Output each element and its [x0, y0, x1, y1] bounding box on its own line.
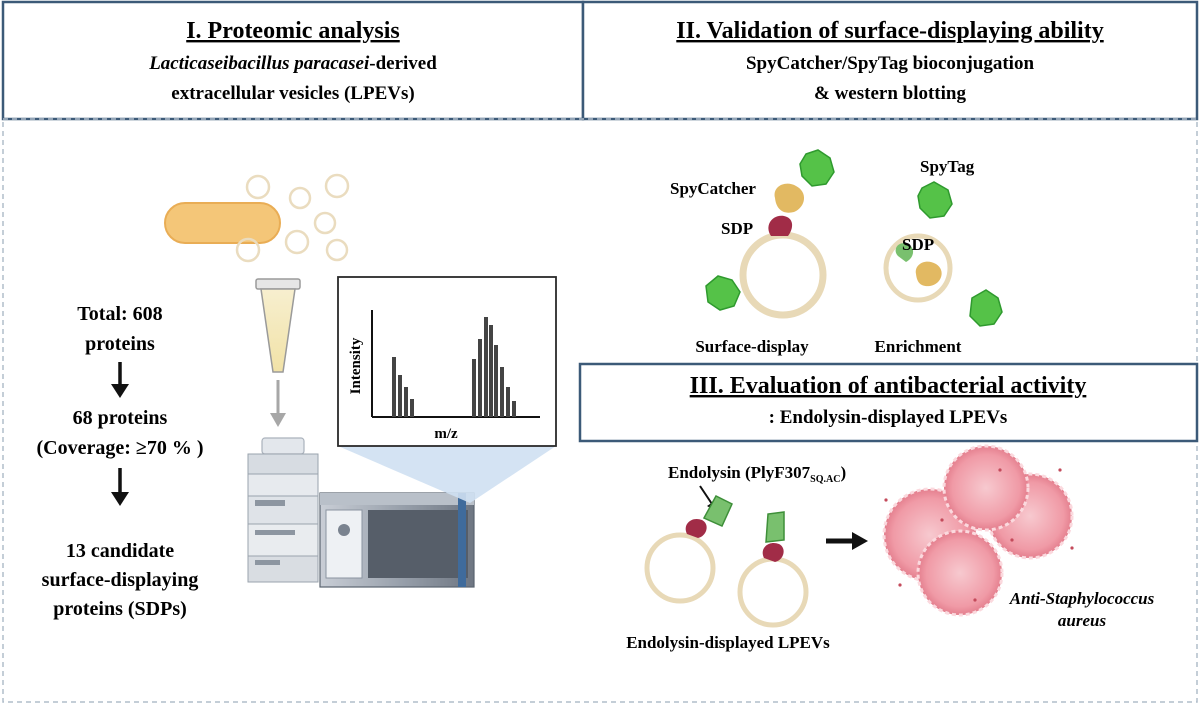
label-spytag: SpyTag: [920, 157, 975, 176]
spectrum-peak: [472, 359, 476, 417]
spectrum-peak: [500, 367, 504, 417]
vesicle: [324, 173, 350, 199]
panel3-title: III. Evaluation of antibacterial activit…: [690, 373, 1087, 399]
label-spycatcher: SpyCatcher: [670, 179, 756, 198]
endolysin-coil-1: [702, 495, 733, 527]
lactobacillus-cell: [164, 202, 281, 244]
lysis-debris: [884, 468, 1074, 602]
spectrum-peak: [484, 317, 488, 417]
spytag-blob-top-right: [917, 181, 953, 219]
target-line1: Anti-Staphylococcus: [1009, 589, 1155, 608]
label-sdp-left: SDP: [721, 219, 753, 238]
filtered-line2: (Coverage: ≥70 % ): [36, 437, 203, 459]
sdp-endolysin-1: [685, 518, 707, 538]
total-line1: Total: 608: [77, 303, 162, 325]
panel3-header-box: [578, 362, 1199, 443]
vesicle: [235, 237, 261, 263]
panel2-header-box: [581, 0, 1199, 121]
label-surface-display: Surface-display: [695, 337, 809, 356]
panel1-header-box: [1, 0, 585, 121]
vesicle-endolysin-1: [644, 532, 716, 604]
panel1-subtitle-line2: extracellular vesicles (LPEVs): [171, 83, 414, 104]
spytag-blob-bound: [799, 149, 835, 187]
spycatcher-inner: [915, 261, 942, 287]
candidates-line1: 13 candidate: [66, 540, 174, 562]
spectrum-y-label: Intensity: [348, 337, 364, 394]
spectrum-beam: [338, 446, 556, 503]
spectrum-peaks: [392, 317, 516, 417]
spectrum-peak: [392, 357, 396, 417]
staph-cell: [916, 529, 1004, 617]
panel1-subtitle-italic: Lacticaseibacillus paracasei: [148, 53, 370, 74]
spectrum-peak: [506, 387, 510, 417]
arrow-total-to-68: [111, 362, 129, 398]
arrow-to-staph: [826, 532, 868, 550]
endolysin-label-subscript: SQ.AC: [810, 474, 840, 485]
endolysin-label-main: Endolysin (PlyF307: [668, 463, 811, 482]
total-line2: proteins: [85, 333, 155, 355]
endolysin-label-close: ): [840, 463, 846, 482]
staph-cluster: [882, 444, 1074, 617]
spectrum-peak: [489, 325, 493, 417]
spytag-blob-free-left: [705, 275, 741, 311]
candidates-line3: proteins (SDPs): [53, 598, 187, 620]
vesicle-endolysin-2: [737, 556, 809, 628]
endolysin-coil-2: [765, 511, 785, 543]
panel1-title: I. Proteomic analysis: [186, 18, 400, 44]
vesicle: [245, 174, 271, 200]
panel3-subtitle: : Endolysin-displayed LPEVs: [769, 407, 1008, 428]
label-endolysin-lpevs: Endolysin-displayed LPEVs: [626, 633, 830, 652]
panel2-title: II. Validation of surface-displaying abi…: [676, 18, 1103, 44]
filtered-line1: 68 proteins: [73, 407, 168, 429]
spectrum-box: [337, 276, 557, 447]
spycatcher-blob: [774, 183, 805, 213]
spectrum-peak: [494, 345, 498, 417]
spectrum-peak: [512, 401, 516, 417]
vesicle: [284, 229, 310, 255]
candidates-line2: surface-displaying: [42, 569, 199, 591]
arrow-tube-to-instrument: [270, 380, 286, 427]
panel2-subtitle-line2: & western blotting: [814, 83, 966, 104]
panel1-subtitle-rest: -derived: [369, 53, 437, 74]
endolysin-label: Endolysin (PlyF307SQ.AC): [668, 463, 846, 485]
centrifuge-tube: [255, 278, 301, 373]
vesicle: [288, 186, 312, 210]
panel1-subtitle: Lacticaseibacillus paracasei-derived: [148, 53, 437, 74]
staph-cell: [942, 444, 1030, 532]
sdp-left: [768, 215, 793, 236]
vesicle: [313, 211, 337, 235]
released-vesicles: [235, 173, 350, 263]
spectrum-peak: [398, 375, 402, 417]
sdp-endolysin-2: [762, 542, 784, 562]
spectrum-x-label: m/z: [434, 426, 458, 442]
spectrum-peak: [404, 387, 408, 417]
spectrum-peak: [478, 339, 482, 417]
vesicle-surface-display: [739, 231, 827, 319]
panel2-subtitle-line1: SpyCatcher/SpyTag bioconjugation: [746, 53, 1034, 74]
target-line2: aureus: [1058, 611, 1107, 630]
sdp-right: [895, 243, 914, 262]
spectrum-peak: [410, 399, 414, 417]
vesicle: [325, 238, 349, 262]
label-sdp-right: SDP: [902, 235, 934, 254]
lc-system: [247, 437, 319, 583]
mass-spectrometer: [319, 492, 475, 588]
spytag-blob-bottom-right: [969, 289, 1003, 327]
label-enrichment: Enrichment: [875, 337, 962, 356]
arrow-68-to-13: [111, 468, 129, 506]
